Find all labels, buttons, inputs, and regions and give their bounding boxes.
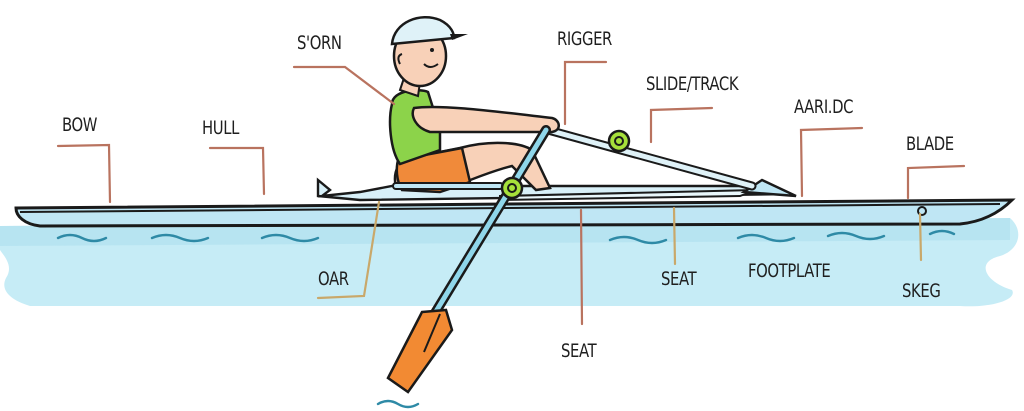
water bbox=[0, 218, 1019, 409]
label-oar: OAR bbox=[318, 268, 349, 290]
rower bbox=[388, 16, 560, 194]
label-seat-upper: SEAT bbox=[661, 268, 697, 290]
oar bbox=[386, 125, 551, 394]
label-blade: BLADE bbox=[906, 133, 954, 155]
label-footplate: FOOTPLATE bbox=[748, 260, 831, 282]
rigger-arm bbox=[543, 125, 757, 191]
label-seat-lower: SEAT bbox=[561, 340, 597, 362]
hull-shape bbox=[14, 177, 1016, 228]
label-hull: HULL bbox=[202, 117, 239, 139]
label-bow: BOW bbox=[62, 114, 98, 136]
label-skeg: SKEG bbox=[902, 280, 941, 302]
label-stern: S'ORN bbox=[297, 32, 342, 54]
label-rigger: RIGGER bbox=[557, 28, 612, 50]
leader-lines bbox=[56, 60, 966, 326]
label-slide-track: SLIDE/TRACK bbox=[646, 73, 739, 95]
label-aaridc: AARI.DC bbox=[794, 96, 854, 118]
